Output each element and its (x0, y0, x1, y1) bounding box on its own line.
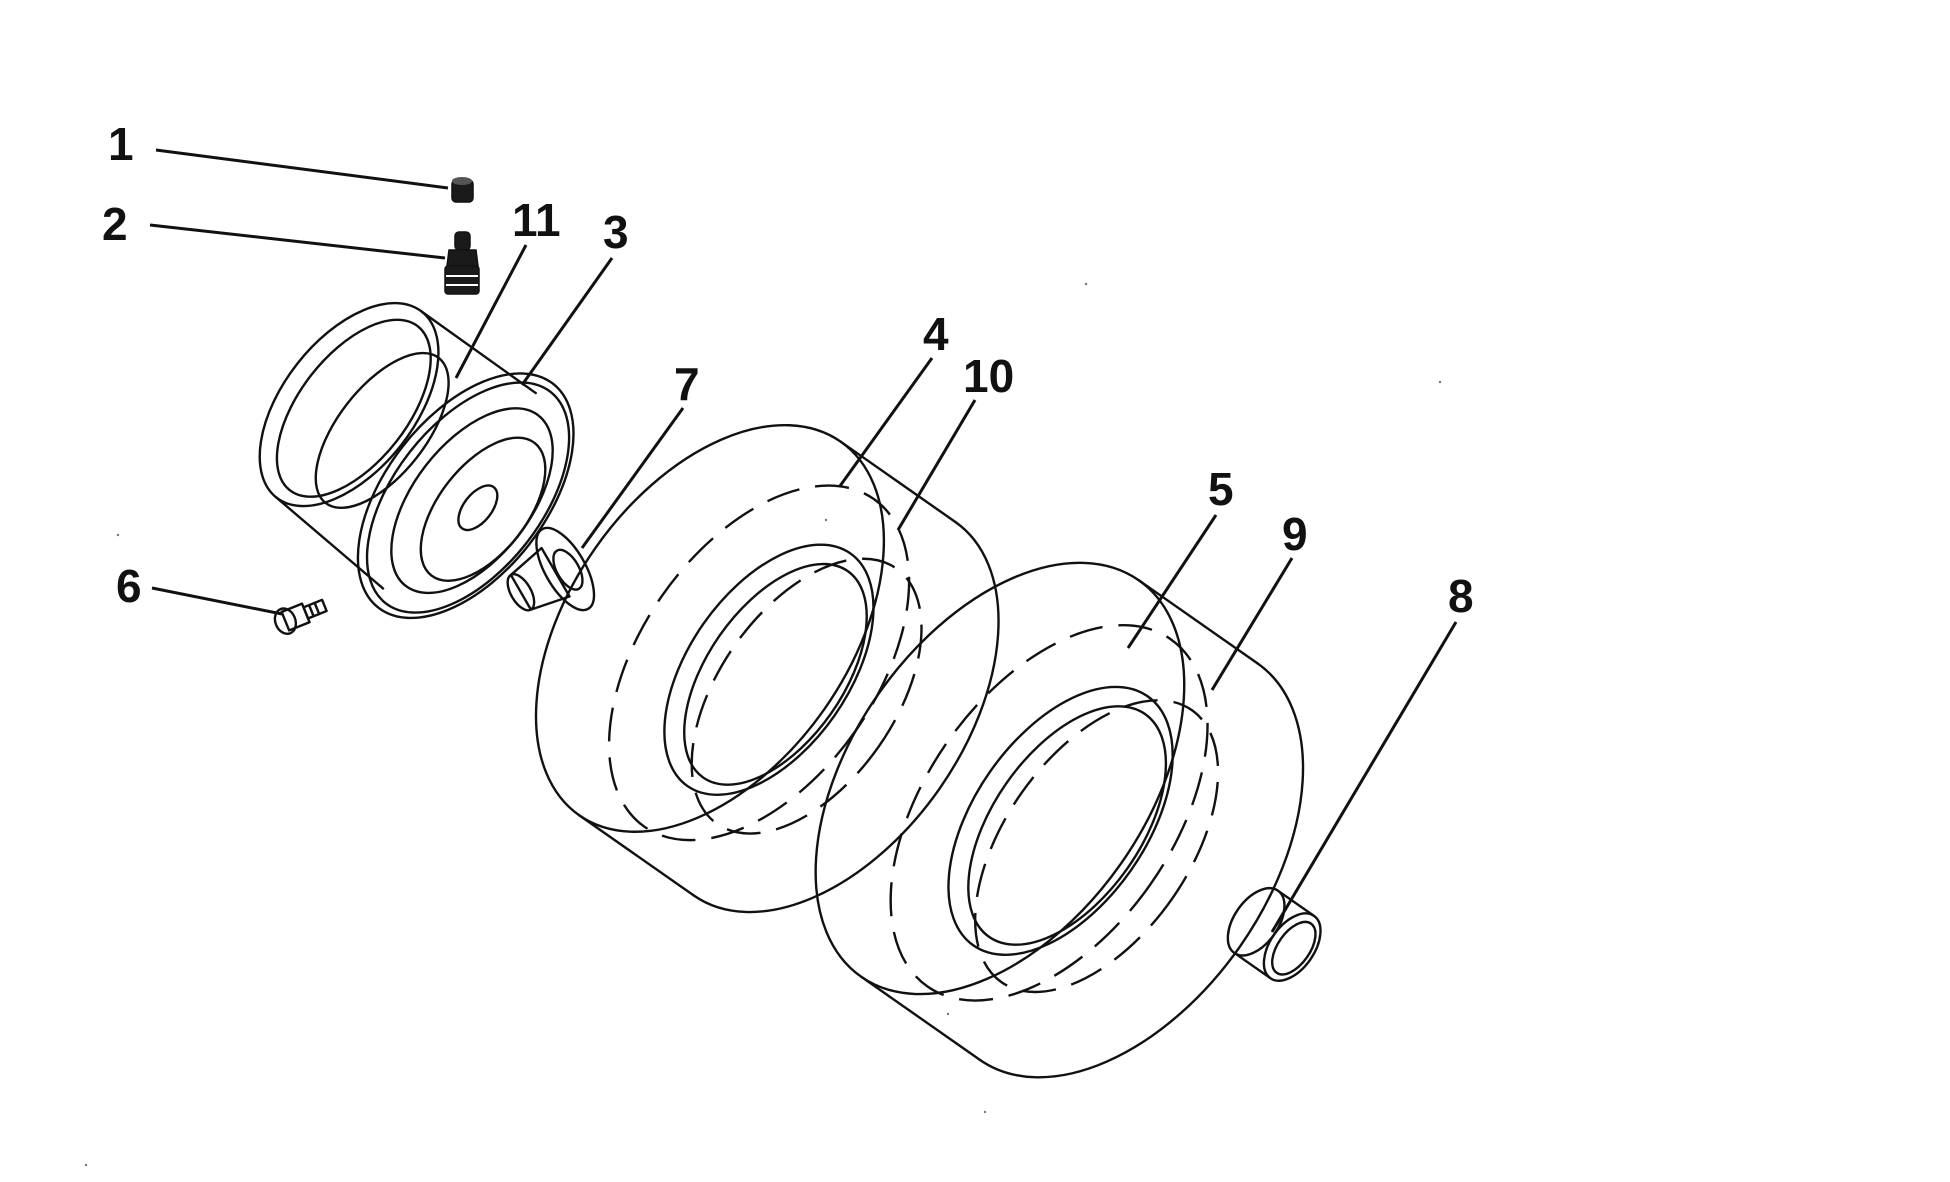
leader-lines (149, 148, 1458, 933)
leader-5 (1126, 514, 1218, 649)
flange-bushing-part (506, 526, 596, 612)
leader-10 (896, 399, 977, 531)
scan-specks (84, 282, 1442, 1167)
leader-4 (838, 357, 934, 487)
leader-7 (580, 407, 685, 549)
valve-stem-part (444, 231, 480, 295)
callout-5: 5 (1208, 463, 1234, 515)
leader-9 (1210, 557, 1294, 691)
callout-9: 9 (1282, 508, 1308, 560)
leader-6 (151, 586, 283, 616)
callout-4: 4 (923, 308, 949, 360)
valve-cap-part (451, 177, 474, 203)
callout-1: 1 (108, 118, 134, 170)
grease-fitting-part (273, 598, 328, 635)
callout-3: 3 (603, 206, 629, 258)
callout-11: 11 (512, 194, 561, 246)
callout-2: 2 (102, 198, 128, 250)
leader-3 (520, 257, 614, 386)
leader-2 (149, 223, 446, 260)
callout-6: 6 (116, 560, 142, 612)
callout-8: 8 (1448, 570, 1474, 622)
rear-tire-part (814, 561, 1305, 1079)
callout-10: 10 (963, 350, 1014, 402)
wheel-rim-part (258, 301, 575, 620)
callout-7: 7 (674, 358, 700, 410)
leader-8 (1270, 621, 1458, 933)
leader-1 (155, 148, 449, 190)
hub-cap-part (1226, 887, 1322, 982)
leader-11 (454, 244, 528, 379)
